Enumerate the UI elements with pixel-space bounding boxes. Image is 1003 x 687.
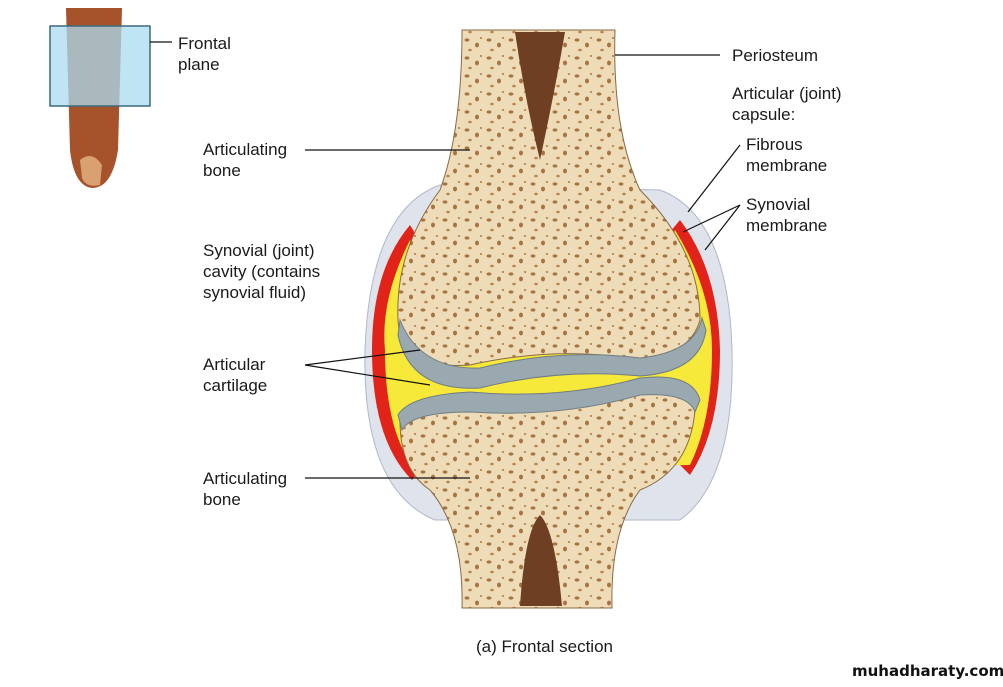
label-synovial-cavity: Synovial (joint) cavity (contains synovi… (203, 241, 321, 302)
leader-lines (304, 54, 741, 479)
label-articular-capsule: Articular (joint) capsule: (732, 84, 842, 124)
label-frontal-plane: Frontal plane (178, 34, 231, 74)
figure-caption: (a) Frontal section (476, 637, 613, 656)
watermark: muhadharaty.com (852, 662, 1003, 680)
fingernail (80, 156, 102, 186)
label-synovial-membrane: Synovial membrane (746, 195, 828, 235)
frontal-plane-box (49, 25, 151, 107)
label-fibrous-membrane: Fibrous membrane (746, 135, 828, 175)
synovial-membrane-right (670, 220, 720, 475)
label-periosteum: Periosteum (732, 46, 818, 65)
finger-illustration (49, 8, 172, 188)
label-articulating-bone-top: Articulating bone (203, 140, 288, 180)
articular-cartilage-lower (397, 376, 701, 432)
articular-cartilage-upper (397, 316, 707, 389)
label-articular-cartilage: Articular cartilage (203, 355, 268, 395)
marrow-cavity-upper (515, 32, 565, 160)
synovial-membrane-left (372, 225, 420, 480)
label-articulating-bone-bottom: Articulating bone (203, 469, 288, 509)
upper-bone (397, 29, 701, 366)
marrow-cavity-lower (520, 515, 562, 606)
